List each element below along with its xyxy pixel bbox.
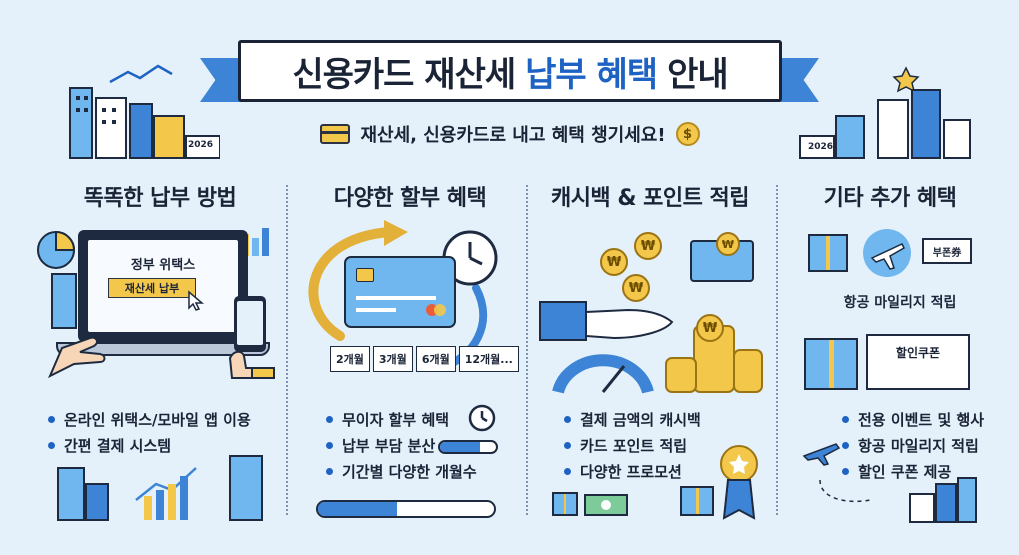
installment-bullet-list: 무이자 할부 혜택 납부 부담 분산 기간별 다양한 개월수 [326, 406, 477, 484]
smartphone-icon [234, 296, 266, 352]
airplane-icon [863, 229, 911, 277]
award-medal-icon [720, 445, 758, 520]
section-title-installment: 다양한 할부 혜택 [333, 186, 487, 211]
gauge-meter-icon [552, 354, 654, 394]
installment-progress-fill [440, 442, 481, 452]
wetax-label: 정부 위택스 [130, 258, 196, 273]
list-item: 항공 마일리지 적립 [842, 432, 984, 458]
title-text-3: 안내 [667, 54, 729, 95]
gift-box-icon [552, 492, 578, 516]
pie-chart-icon [37, 230, 76, 269]
list-item: 전용 이벤트 및 행사 [842, 406, 984, 432]
city-skyline-right [799, 66, 971, 159]
list-item: 할인 쿠폰 제공 [842, 458, 984, 484]
airplane-icon [802, 443, 841, 466]
installment-tag: 12개월... [458, 346, 519, 372]
list-item: 간편 결제 시스템 [48, 432, 251, 458]
city-skyline-left [69, 64, 220, 159]
list-item: 기간별 다양한 개월수 [326, 458, 477, 484]
city-bottom-left [57, 455, 263, 521]
list-item: 카드 포인트 적립 [564, 432, 701, 458]
mileage-caption: 항공 마일리지 적립 [843, 295, 957, 311]
won-coin-icon: ₩ [634, 232, 662, 260]
won-coin-icon: ₩ [696, 314, 724, 342]
installment-tag: 6개월 [415, 346, 456, 372]
installment-tags: 2개월 3개월 6개월 12개월... [330, 346, 519, 372]
gift-box-icon [808, 234, 848, 272]
won-coin-icon: ₩ [600, 248, 628, 276]
bottom-progress-fill [318, 502, 398, 516]
card-chip-icon [356, 268, 374, 282]
cursor-icon [188, 290, 205, 311]
divider-3 [776, 185, 778, 515]
list-item: 결제 금액의 캐시백 [564, 406, 701, 432]
history-clock-icon [468, 404, 496, 432]
section-title-cashback: 캐시백 & 포인트 적립 [550, 186, 750, 211]
won-coin-icon: ₩ [716, 232, 740, 256]
coupon-label: 할인쿠폰 [895, 346, 941, 360]
hand-pointing-icon [48, 336, 106, 378]
installment-progress-bar [438, 440, 498, 454]
list-item: 무이자 할부 혜택 [326, 406, 477, 432]
list-item: 온라인 위택스/모바일 앱 이용 [48, 406, 251, 432]
city-bottom-right [819, 477, 977, 523]
payment-bullet-list: 온라인 위택스/모바일 앱 이용 간편 결제 시스템 [48, 406, 251, 458]
section-title-extra: 기타 추가 혜택 [823, 186, 957, 211]
building-icon [51, 273, 77, 329]
cashback-bullet-list: 결제 금액의 캐시백 카드 포인트 적립 다양한 프로모션 [564, 406, 701, 484]
title-text-1: 신용카드 재산세 [292, 54, 516, 95]
divider-2 [526, 185, 528, 515]
installment-tag: 3개월 [372, 346, 413, 372]
open-hand-icon [539, 301, 674, 341]
bottom-progress-bar [316, 500, 496, 518]
card-stripes [356, 296, 446, 316]
dollar-coin-icon: $ [675, 122, 700, 146]
list-item: 납부 부담 분산 [326, 432, 477, 458]
gift-box-icon [804, 338, 858, 390]
cash-bill-icon [584, 494, 628, 516]
discount-coupon: 할인쿠폰 [866, 334, 970, 390]
coin-stack-icon [665, 325, 763, 393]
gift-box-icon [680, 486, 714, 516]
list-item: 다양한 프로모션 [564, 458, 701, 484]
subtitle-row: 재산세, 신용카드로 내고 혜택 챙기세요! $ [300, 120, 720, 148]
pay-property-tax-button[interactable]: 재산세 납부 [108, 278, 196, 298]
laptop-base [56, 342, 270, 356]
won-coin-icon: ₩ [622, 274, 650, 302]
installment-arrow-icon [308, 220, 488, 368]
installment-tag: 2개월 [330, 346, 370, 372]
title-text-2: 납부 혜택 [525, 54, 658, 95]
hand-holding-phone-icon [228, 350, 275, 379]
divider-1 [286, 185, 288, 515]
year-label-left: 2026 [188, 140, 214, 150]
extra-bullet-list: 전용 이벤트 및 행사 항공 마일리지 적립 할인 쿠폰 제공 [842, 406, 984, 484]
section-title-payment: 똑똑한 납부 방법 [83, 186, 237, 211]
page-title: 신용카드 재산세 납부 혜택 안내 [238, 40, 782, 102]
year-label-right: 2026 [808, 142, 834, 152]
credit-card-icon [320, 124, 351, 144]
ticket-icon: 부폰券 [922, 238, 972, 264]
subtitle-text: 재산세, 신용카드로 내고 혜택 챙기세요! [360, 125, 666, 146]
